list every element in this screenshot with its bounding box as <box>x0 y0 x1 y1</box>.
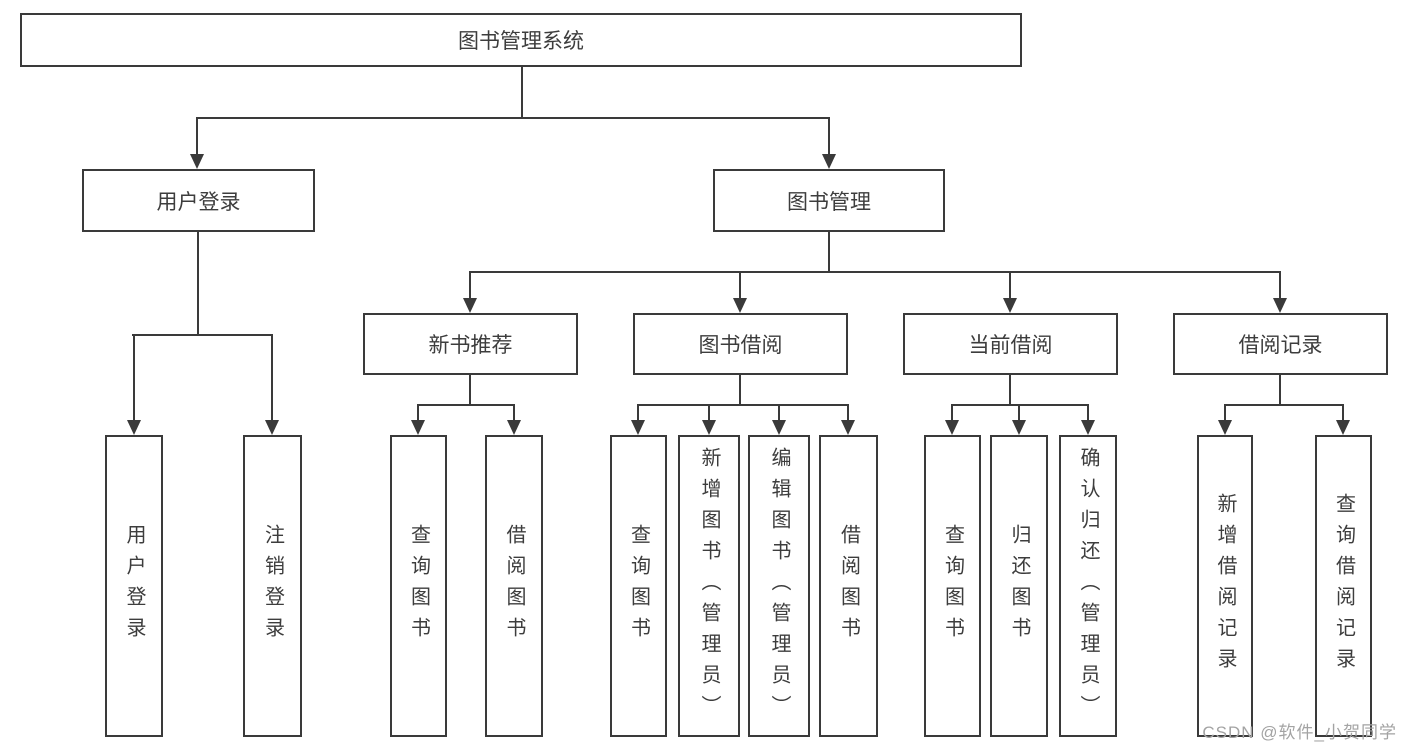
leaf-label: 新增图书（管理员） <box>698 446 720 726</box>
arrow-down-icon <box>265 420 279 435</box>
connector-line <box>469 375 471 406</box>
leaf-label: 用户登录 <box>123 524 145 648</box>
connector-line <box>133 334 135 421</box>
leaf-query-books-current: 查询图书 <box>924 435 981 737</box>
arrow-down-icon <box>841 420 855 435</box>
connector-line <box>1018 404 1020 421</box>
leaf-query-books-borrowing: 查询图书 <box>610 435 667 737</box>
connector-line <box>1087 404 1089 421</box>
arrow-down-icon <box>631 420 645 435</box>
connector-line <box>739 271 741 299</box>
arrow-down-icon <box>772 420 786 435</box>
node-label: 新书推荐 <box>428 334 513 357</box>
node-label: 当前借阅 <box>968 334 1053 357</box>
node-current-borrowing: 当前借阅 <box>903 313 1118 375</box>
connector-line <box>637 404 639 421</box>
arrow-down-icon <box>463 298 477 313</box>
arrow-down-icon <box>1012 420 1026 435</box>
leaf-confirm-return-admin: 确认归还（管理员） <box>1059 435 1117 737</box>
arrow-down-icon <box>190 154 204 169</box>
leaf-label: 注销登录 <box>261 524 284 648</box>
csdn-watermark: CSDN @软件_小贺同学 <box>1202 723 1397 742</box>
connector-line <box>417 404 419 421</box>
leaf-edit-books-admin: 编辑图书（管理员） <box>748 435 810 737</box>
node-user-login: 用户登录 <box>82 169 315 232</box>
node-book-management: 图书管理 <box>713 169 945 232</box>
leaf-add-borrow-record: 新增借阅记录 <box>1197 435 1253 737</box>
node-label: 借阅记录 <box>1238 334 1323 357</box>
connector-line <box>132 334 273 336</box>
connector-line <box>778 404 780 421</box>
connector-line <box>417 404 515 406</box>
leaf-add-books-admin: 新增图书（管理员） <box>678 435 740 737</box>
connector-line <box>1009 375 1011 406</box>
leaf-label: 编辑图书（管理员） <box>768 446 790 726</box>
leaf-label: 查询图书 <box>941 524 964 648</box>
node-borrowing-records: 借阅记录 <box>1173 313 1388 375</box>
connector-line <box>271 334 273 421</box>
connector-line <box>469 271 471 299</box>
node-new-book-recommendation: 新书推荐 <box>363 313 578 375</box>
arrow-down-icon <box>127 420 141 435</box>
connector-line <box>513 404 515 421</box>
connector-line <box>828 117 830 156</box>
arrow-down-icon <box>1081 420 1095 435</box>
arrow-down-icon <box>1273 298 1287 313</box>
connector-line <box>1009 271 1011 299</box>
connector-line <box>637 404 849 406</box>
leaf-label: 查询图书 <box>407 524 430 648</box>
connector-line <box>1279 375 1281 406</box>
node-label: 用户登录 <box>156 190 241 214</box>
arrow-down-icon <box>507 420 521 435</box>
leaf-label: 新增借阅记录 <box>1214 493 1236 679</box>
leaf-query-books-recommend: 查询图书 <box>390 435 447 737</box>
leaf-label: 查询图书 <box>627 524 650 648</box>
leaf-label: 确认归还（管理员） <box>1077 446 1099 726</box>
leaf-logout: 注销登录 <box>243 435 302 737</box>
connector-line <box>1279 271 1281 299</box>
connector-line <box>1224 404 1226 421</box>
arrow-down-icon <box>945 420 959 435</box>
connector-line <box>196 117 198 156</box>
node-label: 图书借阅 <box>698 334 783 357</box>
leaf-user-login: 用户登录 <box>105 435 163 737</box>
leaf-query-borrow-record: 查询借阅记录 <box>1315 435 1372 737</box>
leaf-label: 借阅图书 <box>837 524 860 648</box>
arrow-down-icon <box>702 420 716 435</box>
leaf-borrow-books: 借阅图书 <box>819 435 878 737</box>
arrow-down-icon <box>1336 420 1350 435</box>
connector-line <box>469 271 1281 273</box>
leaf-label: 查询借阅记录 <box>1332 493 1355 679</box>
arrow-down-icon <box>411 420 425 435</box>
node-book-borrowing: 图书借阅 <box>633 313 848 375</box>
connector-line <box>739 375 741 406</box>
node-label: 图书管理 <box>787 190 871 214</box>
connector-line <box>1224 404 1344 406</box>
leaf-label: 借阅图书 <box>503 524 525 648</box>
connector-line <box>521 67 523 118</box>
leaf-borrow-books-recommend: 借阅图书 <box>485 435 543 737</box>
connector-line <box>951 404 1089 406</box>
connector-line <box>847 404 849 421</box>
arrow-down-icon <box>733 298 747 313</box>
connector-line <box>951 404 953 421</box>
leaf-label: 归还图书 <box>1008 524 1030 648</box>
node-label: 图书管理系统 <box>458 30 584 53</box>
leaf-return-books: 归还图书 <box>990 435 1048 737</box>
arrow-down-icon <box>822 154 836 169</box>
connector-line <box>828 232 830 273</box>
arrow-down-icon <box>1218 420 1232 435</box>
connector-line <box>196 117 830 119</box>
connector-line <box>1342 404 1344 421</box>
arrow-down-icon <box>1003 298 1017 313</box>
connector-line <box>197 232 199 336</box>
node-library-management-system: 图书管理系统 <box>20 13 1022 67</box>
connector-line <box>708 404 710 421</box>
